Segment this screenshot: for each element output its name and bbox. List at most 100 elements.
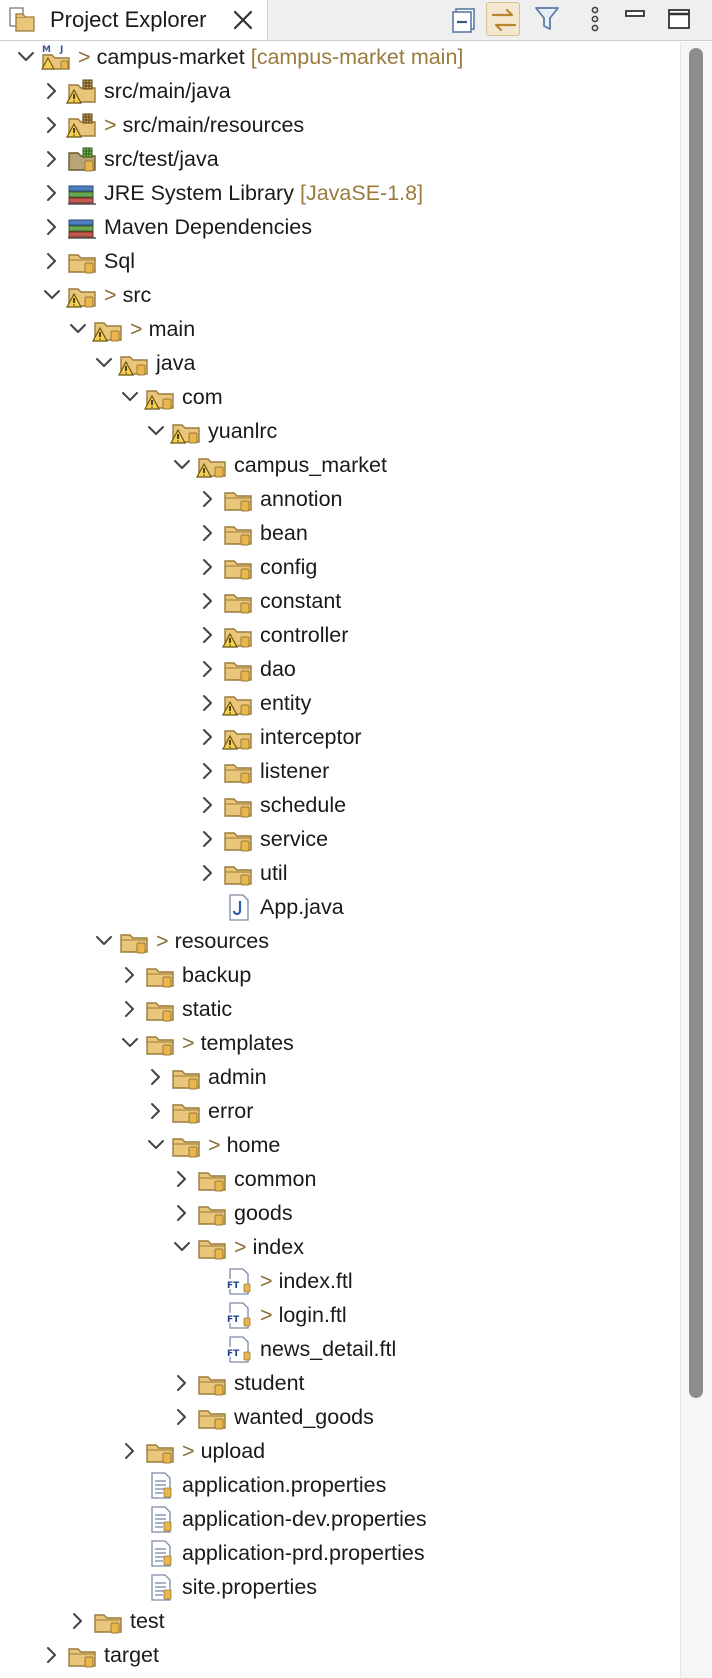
chevron-right-icon[interactable] (198, 557, 218, 577)
chevron-right-icon[interactable] (42, 1645, 62, 1665)
tree-item[interactable]: JRE System Library[JavaSE-1.8] (0, 176, 680, 210)
tree-item[interactable]: src/test/java (0, 142, 680, 176)
vertical-scrollbar[interactable] (680, 42, 712, 1678)
chevron-right-icon[interactable] (68, 1611, 88, 1631)
chevron-right-icon[interactable] (198, 727, 218, 747)
tree-item[interactable]: java (0, 346, 680, 380)
chevron-down-icon[interactable] (94, 931, 114, 951)
tree-item[interactable]: campus_market (0, 448, 680, 482)
tree-item[interactable]: controller (0, 618, 680, 652)
chevron-down-icon[interactable] (146, 421, 166, 441)
chevron-right-icon[interactable] (42, 115, 62, 135)
tree-item[interactable]: wanted_goods (0, 1400, 680, 1434)
tree-item[interactable]: application-prd.properties (0, 1536, 680, 1570)
chevron-right-icon[interactable] (146, 1067, 166, 1087)
chevron-down-icon[interactable] (172, 455, 192, 475)
tree-item[interactable]: >index (0, 1230, 680, 1264)
tree-item[interactable]: application.properties (0, 1468, 680, 1502)
chevron-down-icon[interactable] (172, 1237, 192, 1257)
tree-item[interactable]: common (0, 1162, 680, 1196)
tree-item[interactable]: >home (0, 1128, 680, 1162)
tree-item[interactable]: schedule (0, 788, 680, 822)
chevron-right-icon[interactable] (198, 795, 218, 815)
tree-item[interactable]: target (0, 1638, 680, 1672)
tree-item[interactable]: admin (0, 1060, 680, 1094)
chevron-down-icon[interactable] (146, 1135, 166, 1155)
tree-item[interactable]: application-dev.properties (0, 1502, 680, 1536)
tab-project-explorer[interactable]: Project Explorer (0, 0, 268, 40)
chevron-right-icon[interactable] (198, 863, 218, 883)
tree-item[interactable]: util (0, 856, 680, 890)
chevron-right-icon[interactable] (198, 761, 218, 781)
chevron-down-icon[interactable] (94, 353, 114, 373)
link-with-editor-button[interactable] (486, 2, 520, 36)
chevron-right-icon[interactable] (146, 1101, 166, 1121)
collapse-all-button[interactable] (448, 2, 482, 36)
minimize-button[interactable] (618, 2, 652, 36)
maximize-button[interactable] (662, 2, 696, 36)
chevron-right-icon[interactable] (198, 693, 218, 713)
chevron-down-icon[interactable] (16, 47, 36, 67)
view-menu-button[interactable] (578, 2, 612, 36)
tree-item[interactable]: backup (0, 958, 680, 992)
tree-item[interactable]: dao (0, 652, 680, 686)
chevron-right-icon[interactable] (42, 251, 62, 271)
tree-item[interactable]: >src/main/resources (0, 108, 680, 142)
tree-item[interactable]: test (0, 1604, 680, 1638)
tree-item[interactable]: goods (0, 1196, 680, 1230)
chevron-right-icon[interactable] (172, 1407, 192, 1427)
tree-item[interactable]: >src (0, 278, 680, 312)
tree-item[interactable]: annotion (0, 482, 680, 516)
chevron-down-icon[interactable] (42, 285, 62, 305)
chevron-right-icon[interactable] (172, 1373, 192, 1393)
chevron-right-icon[interactable] (198, 489, 218, 509)
chevron-right-icon[interactable] (120, 965, 140, 985)
chevron-down-icon[interactable] (68, 319, 88, 339)
tree-item[interactable]: FT>index.ftl (0, 1264, 680, 1298)
close-icon[interactable] (230, 7, 256, 33)
tree-item[interactable]: site.properties (0, 1570, 680, 1604)
tree-item[interactable]: config (0, 550, 680, 584)
chevron-down-icon[interactable] (120, 387, 140, 407)
tree-item[interactable]: service (0, 822, 680, 856)
folder-icon (224, 662, 252, 682)
tree-item[interactable]: >upload (0, 1434, 680, 1468)
chevron-down-icon[interactable] (120, 1033, 140, 1053)
chevron-right-icon[interactable] (198, 829, 218, 849)
chevron-right-icon[interactable] (198, 523, 218, 543)
chevron-right-icon[interactable] (42, 81, 62, 101)
chevron-right-icon[interactable] (120, 999, 140, 1019)
tree-item[interactable]: entity (0, 686, 680, 720)
chevron-right-icon[interactable] (198, 591, 218, 611)
tree-item[interactable]: >templates (0, 1026, 680, 1060)
chevron-right-icon[interactable] (42, 183, 62, 203)
tree-item[interactable]: >main (0, 312, 680, 346)
chevron-right-icon[interactable] (42, 149, 62, 169)
tree-item[interactable]: listener (0, 754, 680, 788)
tree-item[interactable]: FT>login.ftl (0, 1298, 680, 1332)
chevron-right-icon[interactable] (198, 659, 218, 679)
tree-item[interactable]: App.java (0, 890, 680, 924)
tree-item[interactable]: error (0, 1094, 680, 1128)
tree-item[interactable]: yuanlrc (0, 414, 680, 448)
tree-item[interactable]: src/main/java (0, 74, 680, 108)
tree-item[interactable]: student (0, 1366, 680, 1400)
chevron-right-icon[interactable] (42, 217, 62, 237)
tree-item[interactable]: constant (0, 584, 680, 618)
tree-item[interactable]: Maven Dependencies (0, 210, 680, 244)
chevron-right-icon[interactable] (198, 625, 218, 645)
chevron-right-icon[interactable] (120, 1441, 140, 1461)
tree-item[interactable]: static (0, 992, 680, 1026)
chevron-right-icon[interactable] (172, 1169, 192, 1189)
tree-item[interactable]: Sql (0, 244, 680, 278)
filter-button[interactable] (530, 2, 564, 36)
chevron-right-icon[interactable] (172, 1203, 192, 1223)
tree-item[interactable]: interceptor (0, 720, 680, 754)
scrollbar-thumb[interactable] (689, 48, 703, 1398)
tree-item[interactable]: com (0, 380, 680, 414)
tree-item[interactable]: bean (0, 516, 680, 550)
tree-item[interactable]: >resources (0, 924, 680, 958)
